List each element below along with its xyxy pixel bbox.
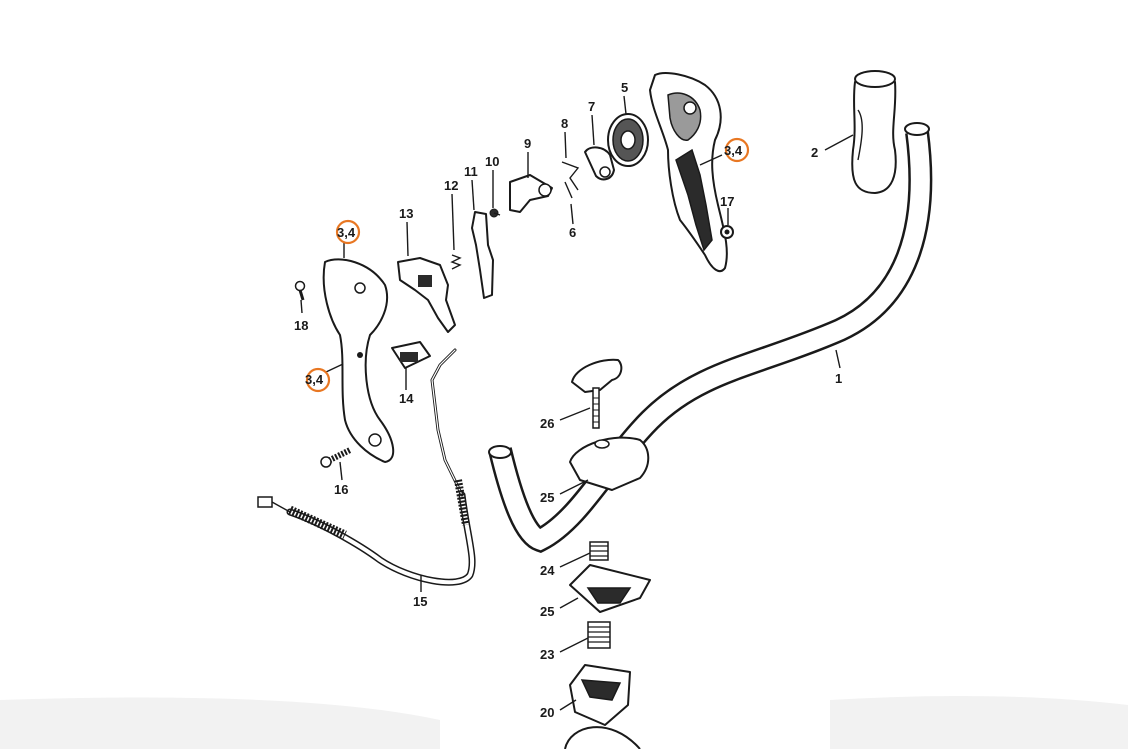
screw-16 bbox=[320, 447, 352, 468]
pin-6 bbox=[564, 181, 573, 199]
background-shading bbox=[0, 696, 1128, 749]
callout-3-4-lower: 3,4 bbox=[305, 372, 324, 387]
highlight-ring bbox=[305, 367, 331, 393]
handle-housing-left bbox=[322, 258, 395, 463]
clamp-lower-25 bbox=[569, 564, 651, 613]
clamp-base-20 bbox=[564, 664, 641, 749]
callout-6: 6 bbox=[569, 225, 576, 240]
spring-23 bbox=[587, 621, 611, 649]
callout-2: 2 bbox=[811, 145, 818, 160]
callout-11: 11 bbox=[464, 164, 478, 179]
callout-26: 26 bbox=[540, 416, 554, 431]
callout-18: 18 bbox=[294, 318, 308, 333]
trigger-9 bbox=[509, 174, 553, 213]
callout-14: 14 bbox=[399, 391, 414, 406]
lockout-13 bbox=[397, 257, 456, 333]
clamp-screw-26 bbox=[571, 358, 623, 429]
highlight-ring bbox=[724, 137, 750, 163]
callout-23: 23 bbox=[540, 647, 554, 662]
callout-labels: 1 2 3,4 3,4 3,4 5 6 7 8 9 10 11 12 13 14… bbox=[294, 80, 842, 720]
clamp-upper-25 bbox=[569, 436, 650, 491]
throttle-cable-15 bbox=[257, 348, 476, 586]
callout-8: 8 bbox=[561, 116, 568, 131]
callout-5: 5 bbox=[621, 80, 628, 95]
highlight-ring bbox=[335, 219, 361, 245]
callout-17: 17 bbox=[720, 194, 734, 209]
spring-24 bbox=[589, 541, 609, 561]
spring-12 bbox=[450, 254, 462, 270]
callout-9: 9 bbox=[524, 136, 531, 151]
callout-13: 13 bbox=[399, 206, 413, 221]
grip bbox=[851, 70, 897, 194]
screw-10 bbox=[489, 208, 501, 218]
spring-8 bbox=[561, 161, 580, 191]
highlight-rings bbox=[305, 137, 750, 393]
callout-3-4-right: 3,4 bbox=[724, 143, 743, 158]
screw-18 bbox=[294, 280, 306, 301]
callout-1: 1 bbox=[835, 371, 842, 386]
switch-14 bbox=[391, 341, 431, 369]
callout-7: 7 bbox=[588, 99, 595, 114]
wheel bbox=[607, 113, 649, 167]
nut-17 bbox=[720, 225, 734, 239]
callout-12: 12 bbox=[444, 178, 458, 193]
throttle-lever-11 bbox=[471, 211, 494, 299]
callout-20: 20 bbox=[540, 705, 554, 720]
callout-25-upper: 25 bbox=[540, 490, 554, 505]
callout-10: 10 bbox=[485, 154, 499, 169]
callout-3-4-upper: 3,4 bbox=[337, 225, 356, 240]
handle-housing-right bbox=[649, 72, 728, 273]
callout-16: 16 bbox=[334, 482, 348, 497]
lever-7 bbox=[584, 146, 615, 181]
callout-25-lower: 25 bbox=[540, 604, 554, 619]
callout-15: 15 bbox=[413, 594, 427, 609]
callout-24: 24 bbox=[540, 563, 555, 578]
leader-lines bbox=[300, 95, 854, 711]
handlebar-tube bbox=[488, 122, 933, 553]
